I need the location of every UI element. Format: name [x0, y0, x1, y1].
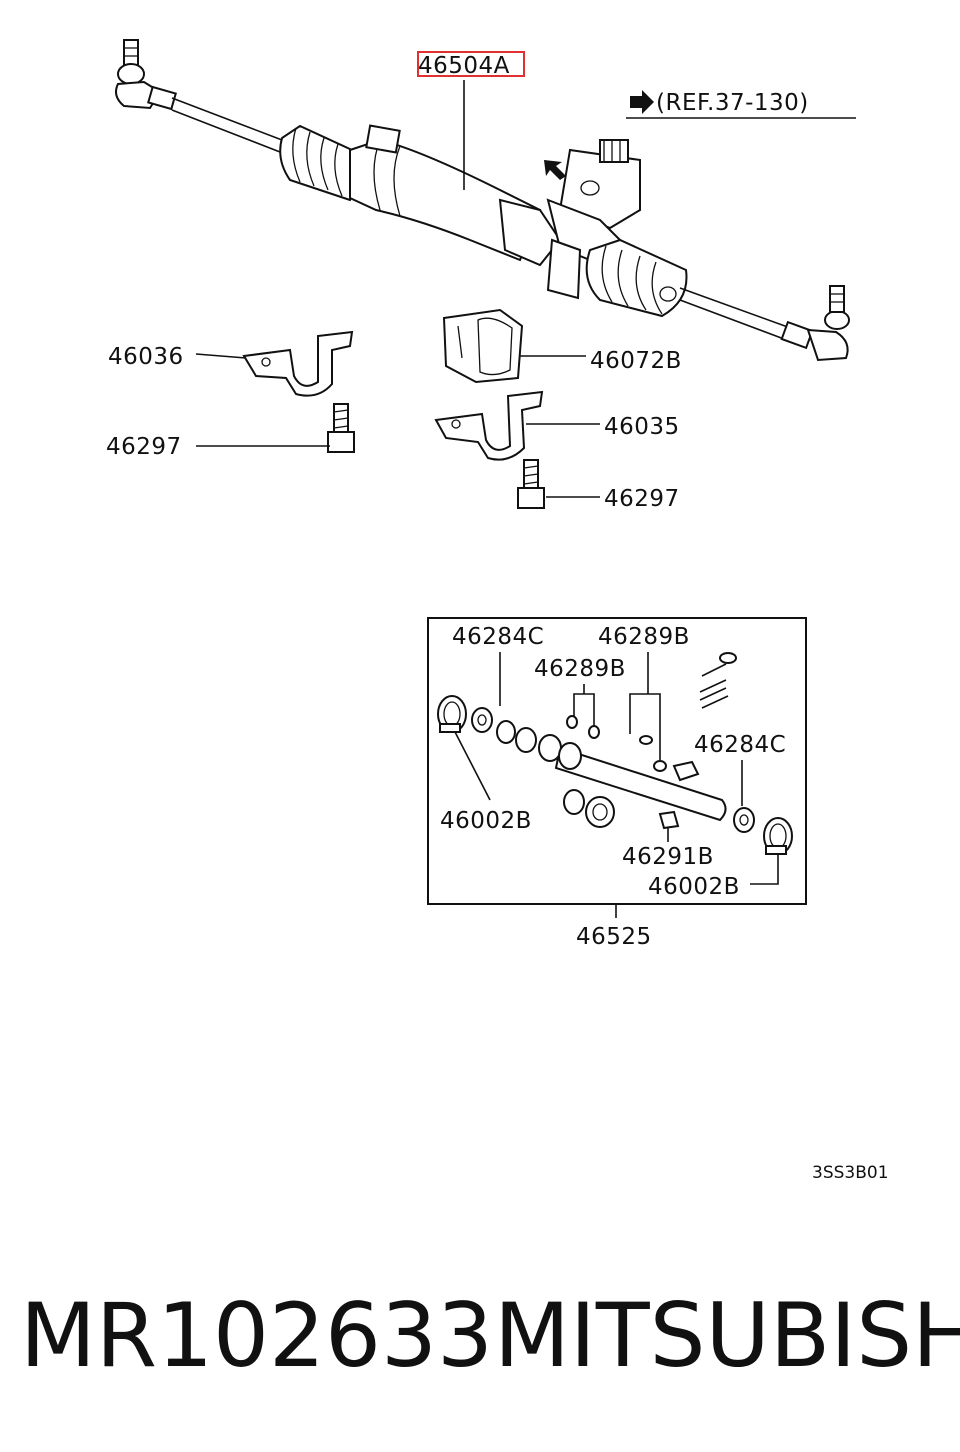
- nut-small-label[interactable]: 46291B: [622, 844, 714, 870]
- kit-parts-drawing: [437, 652, 793, 855]
- steering-rack-drawing: [115, 39, 850, 362]
- seal-right-label[interactable]: 46284C: [694, 732, 786, 758]
- right-boot: [585, 238, 688, 318]
- bracket-left-label[interactable]: 46036: [108, 344, 184, 370]
- left-tie-rod-end: [115, 39, 177, 111]
- clamp-right-label[interactable]: 46002B: [648, 874, 740, 900]
- bushing: [442, 308, 524, 384]
- repair-kit-frame: [427, 617, 807, 905]
- main-part-highlight-box: [417, 51, 525, 77]
- right-bracket: [434, 390, 544, 461]
- left-boot: [279, 124, 358, 202]
- main-part-label[interactable]: 46504A: [418, 53, 510, 79]
- footer-brand: MITSUBISHI: [494, 1284, 960, 1387]
- bushing-label[interactable]: 46072B: [590, 348, 682, 374]
- left-bracket: [242, 330, 354, 397]
- right-tie-rod-end: [780, 285, 850, 362]
- clamp-left-label[interactable]: 46002B: [440, 808, 532, 834]
- diagram-code: 3SS3B01: [812, 1163, 889, 1183]
- oring-mid-label[interactable]: 46289B: [534, 656, 626, 682]
- bolt-right-label[interactable]: 46297: [604, 486, 680, 512]
- bolt-left-label[interactable]: 46297: [106, 434, 182, 460]
- right-bolt: [517, 459, 545, 509]
- right-arrow-icon: [630, 90, 654, 114]
- kit-label[interactable]: 46525: [576, 924, 652, 950]
- bracket-right-label[interactable]: 46035: [604, 414, 680, 440]
- reference-label[interactable]: (REF.37-130): [656, 90, 809, 116]
- direction-arrow-icon: [544, 160, 566, 180]
- footer-part-number: MR102633: [20, 1284, 493, 1387]
- seal-top-left-label[interactable]: 46284C: [452, 624, 544, 650]
- left-bolt: [327, 403, 355, 453]
- oring-top-right-label[interactable]: 46289B: [598, 624, 690, 650]
